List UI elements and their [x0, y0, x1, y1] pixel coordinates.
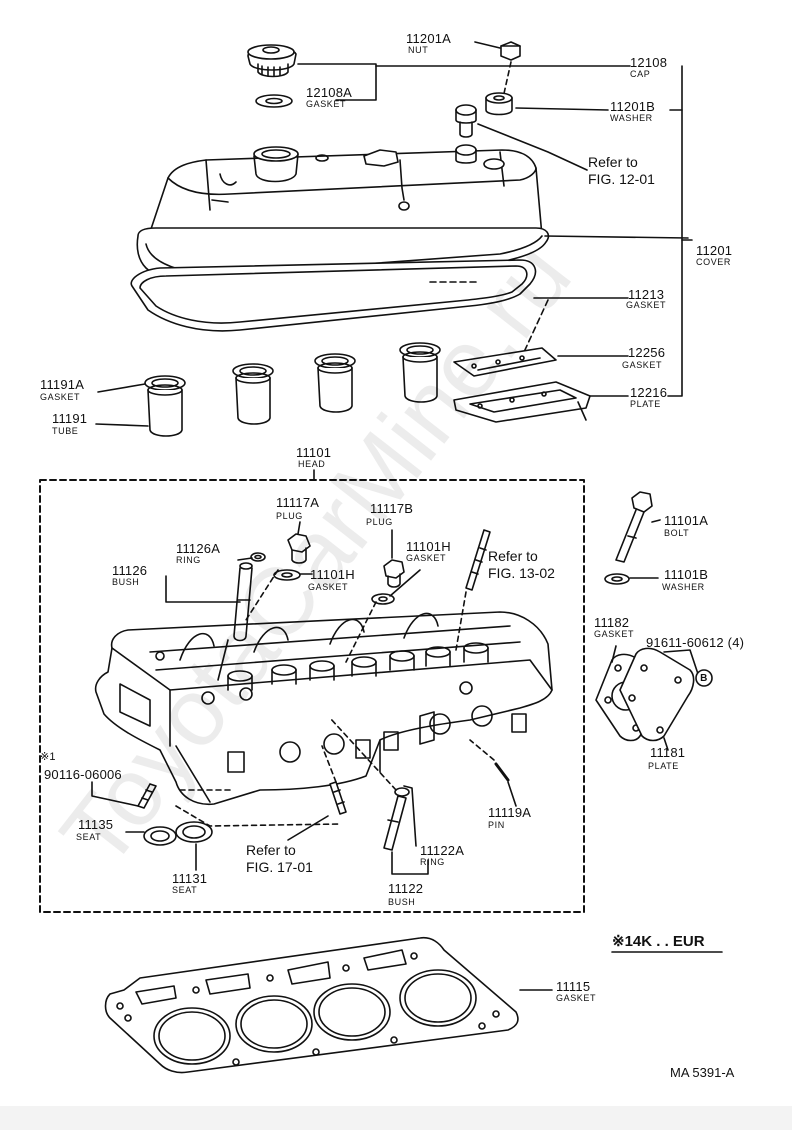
part-name-plug: PLUG: [276, 511, 303, 521]
part-name-plug: PLUG: [366, 517, 393, 527]
part-number-12108: 12108: [630, 55, 668, 70]
part-name-tube: TUBE: [52, 426, 79, 436]
part-number-12216: 12216: [630, 385, 668, 400]
lower-stud: [137, 783, 157, 809]
part-number-11115: 11115: [556, 979, 591, 994]
part-name-seat: SEAT: [76, 832, 102, 842]
plug-b-gasket: [371, 593, 395, 605]
part-name-gasket: GASKET: [406, 553, 447, 563]
exhaust-stud: [329, 781, 347, 815]
nut: [500, 41, 521, 61]
part-name-washer: WASHER: [662, 582, 705, 592]
part-name-ring: RING: [176, 555, 201, 565]
part-number-11101a: 11101A: [664, 513, 709, 528]
part-number-11101h: 11101H: [406, 539, 451, 554]
part-number-11117a: 11117A: [276, 495, 320, 510]
part-number-11122: 11122: [388, 881, 424, 896]
part-number-11131: 11131: [172, 871, 208, 886]
head-bolt: [615, 491, 653, 563]
part-name-head: HEAD: [298, 459, 326, 469]
part-number-11101h: 11101H: [310, 567, 355, 582]
part-name-gasket: GASKET: [626, 300, 667, 310]
part-name-bush: BUSH: [388, 897, 416, 907]
bottom-bar: [0, 1106, 792, 1130]
part-number-91611-60612: 91611-60612 (4): [646, 635, 745, 650]
part-number-11126: 11126: [112, 563, 148, 578]
part-name-bolt: BOLT: [664, 528, 690, 538]
breather-gasket: [453, 347, 557, 377]
camshaft-bush: [217, 562, 253, 681]
part-number-11201b: 11201B: [610, 99, 656, 114]
part-number-11191a: 11191A: [40, 377, 85, 392]
refer-fig-12-01: Refer to FIG. 12-01: [588, 154, 655, 187]
part-number-11181: 11181: [650, 745, 686, 760]
valve-guide-bush: [383, 787, 410, 851]
side-plate: [619, 647, 695, 742]
part-name-gasket: GASKET: [556, 993, 597, 1003]
cover-gasket: [130, 259, 537, 332]
bush-ring: [250, 552, 266, 562]
refer-fig-13-02: Refer to FIG. 13-02: [488, 548, 555, 581]
stud: [465, 529, 491, 591]
part-number-12256: 12256: [628, 345, 666, 360]
part-name-pin: PIN: [488, 820, 505, 830]
refer-fig-17-01: Refer to FIG. 17-01: [246, 842, 313, 875]
part-name-gasket: GASKET: [622, 360, 663, 370]
part-number-11201: 11201: [696, 243, 733, 258]
marker-b: B: [700, 673, 708, 684]
cover-bolt: [455, 104, 477, 138]
part-name-ring: RING: [420, 857, 445, 867]
washer: [485, 92, 513, 116]
part-name-gasket: GASKET: [308, 582, 349, 592]
part-number-11101b: 11101B: [664, 567, 709, 582]
part-number-11117b: 11117B: [370, 501, 414, 516]
part-name-gasket: GASKET: [306, 99, 347, 109]
plug-a-gasket: [273, 569, 301, 581]
part-name-plate: PLATE: [648, 761, 679, 771]
bolt-washer: [604, 573, 630, 585]
diagram-code: MA 5391-A: [670, 1065, 735, 1080]
part-name-cap: CAP: [630, 69, 651, 79]
footnote-mark-1: ※1: [40, 751, 56, 763]
part-number-11122a: 11122A: [420, 843, 465, 858]
part-number-11119a: 11119A: [488, 805, 532, 820]
plug-a: [287, 533, 311, 564]
valve-seat-small: [143, 826, 177, 846]
part-name-cover: COVER: [696, 257, 732, 267]
part-number-11191: 11191: [52, 411, 88, 426]
part-name-gasket: GASKET: [40, 392, 81, 402]
part-number-11201a: 11201A: [406, 31, 452, 46]
breather-plate: [453, 381, 591, 423]
cap-gasket: [255, 94, 293, 108]
oil-cap: [247, 44, 297, 78]
part-number-11126a: 11126A: [176, 541, 221, 556]
part-name-bush: BUSH: [112, 577, 140, 587]
part-number-11101: 11101: [296, 445, 332, 460]
part-number-11182: 11182: [594, 615, 630, 630]
part-name-seat: SEAT: [172, 885, 198, 895]
engine-note: ※14K . . EUR: [612, 933, 705, 950]
part-name-plate: PLATE: [630, 399, 661, 409]
part-number-12108a: 12108A: [306, 85, 353, 100]
part-name-nut: NUT: [408, 45, 429, 55]
part-number-90116-06006: 90116-06006: [44, 767, 122, 782]
cylinder-head: [94, 611, 553, 806]
part-number-11213: 11213: [628, 287, 665, 302]
head-gasket: [104, 936, 519, 1074]
part-name-washer: WASHER: [610, 113, 653, 123]
part-number-11135: 11135: [78, 817, 114, 832]
part-name-gasket: GASKET: [594, 629, 635, 639]
valve-seat-large: [175, 821, 213, 843]
spark-plug-tubes: [144, 342, 441, 437]
plug-b: [383, 559, 405, 588]
